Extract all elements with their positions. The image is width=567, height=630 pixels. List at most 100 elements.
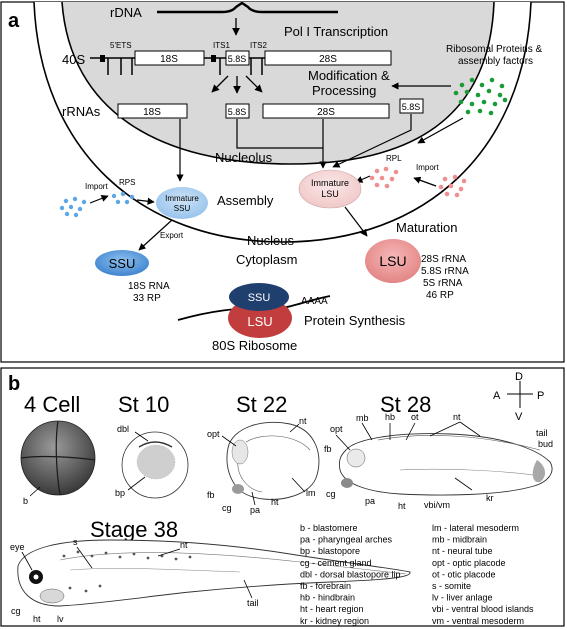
label-kr-28: kr	[486, 493, 494, 503]
maturation-label: Maturation	[396, 220, 457, 235]
ribosome-ssu-text: SSU	[248, 292, 271, 304]
processing-arrow-right	[245, 75, 263, 93]
label-cg-22: cg	[222, 503, 232, 513]
pa22-pointer	[251, 491, 256, 506]
label-ht-22: ht	[271, 497, 279, 507]
dbl-pointer	[134, 431, 149, 442]
legend-entry: ot - otic placode	[432, 569, 496, 579]
tail38-pointer	[243, 579, 253, 599]
stage-38: Stage 38	[90, 517, 178, 542]
embryo-st28	[338, 433, 553, 496]
stage-st22: St 22	[236, 392, 287, 417]
label-dbl: dbl	[117, 424, 129, 434]
immature-ssu-text-1: Immature	[165, 194, 199, 203]
immature-lsu-text-2: LSU	[321, 189, 339, 199]
label-opt-28: opt	[330, 424, 343, 434]
opt22-pointer	[221, 435, 237, 447]
label-nt-38: nt	[180, 540, 188, 550]
mature-lsu-text: LSU	[379, 253, 406, 269]
protein-synthesis-label: Protein Synthesis	[304, 313, 406, 328]
58s-28s-to-lsu-arrow	[236, 119, 327, 169]
processing-label: Processing	[312, 83, 376, 98]
legend-entry: pa - pharyngeal arches	[300, 535, 393, 545]
legend-entry: kr - kidney region	[300, 616, 369, 626]
compass	[507, 381, 533, 408]
legend-entry: bp - blastopore	[300, 546, 360, 556]
compass-a: A	[493, 390, 501, 402]
label-tail-38: tail	[247, 598, 259, 608]
label-bp: bp	[115, 488, 125, 498]
legend-entry: lm - lateral mesoderm	[432, 523, 519, 533]
nucleolus-label: Nucleolus	[215, 150, 273, 165]
lsu-comp-1: 28S rRNA	[421, 254, 466, 265]
compass-d: D	[515, 371, 523, 383]
modification-label: Modification &	[308, 68, 390, 83]
immature-ssu	[156, 187, 208, 219]
lsu-comp-4: 46 RP	[426, 290, 454, 301]
legend-entry: vbi - ventral blood islands	[432, 604, 534, 614]
precursor-40s-label: 40S	[62, 52, 85, 67]
nucleus-label: Nucleus	[247, 233, 294, 248]
assembly-label: Assembly	[217, 193, 274, 208]
ribosome-lsu-text: LSU	[247, 314, 272, 329]
label-fb-22: fb	[207, 490, 215, 500]
5s-to-lsu-arrow	[332, 114, 412, 168]
rp-assembly-label-1: Ribosomal Proteins &	[446, 44, 542, 55]
embryo-4cell	[20, 420, 96, 496]
rrnas-label: rRNAs	[62, 104, 101, 119]
rps-dots	[111, 191, 135, 205]
label-fb-28: fb	[324, 444, 332, 454]
panel-a-label: a	[8, 10, 20, 32]
mature-ssu	[95, 250, 149, 276]
lm22-pointer	[291, 477, 306, 493]
ssu-comp-1: 18S RNA	[128, 281, 170, 292]
bp-pointer	[127, 476, 146, 491]
label-ht-38: ht	[33, 614, 41, 624]
rp-to-rpl-arrow	[417, 117, 464, 144]
precursor-28s	[264, 50, 392, 66]
ribosome-ssu	[229, 283, 289, 311]
label-pa-28: pa	[365, 496, 375, 506]
label-ot-28: ot	[411, 412, 419, 422]
rrna-5s	[399, 98, 424, 114]
label-lm-22: lm	[306, 488, 316, 498]
rrna-28s-text: 28S	[317, 107, 335, 118]
nt38-pointer	[157, 548, 181, 557]
rps-import-arrow	[89, 194, 109, 204]
rdna-label: rDNA	[110, 5, 142, 20]
rpl-label: RPL	[386, 154, 402, 163]
precursor-18s-text: 18S	[160, 54, 178, 65]
legend-entry: cg - cement gland	[300, 558, 372, 568]
precursor-18s	[134, 50, 205, 66]
import-label-ssu: Import	[85, 182, 108, 191]
export-label: Export	[160, 231, 184, 240]
mature-ssu-text: SSU	[109, 256, 136, 271]
label-ht-28: ht	[398, 501, 406, 511]
label-pa-22: pa	[250, 505, 260, 515]
its1-label: ITS1	[213, 41, 230, 50]
label-b-pointer	[29, 486, 41, 497]
precursor-28s-text: 28S	[319, 54, 337, 65]
import-label-lsu: Import	[416, 163, 439, 172]
tadpole-st38	[17, 539, 411, 607]
panel-a: a rDNA Pol I Transcription 40S 5'ETS ITS…	[0, 1, 565, 363]
compass-v: V	[515, 411, 523, 423]
lsu-export-arrow	[344, 206, 368, 237]
legend-entry: opt - optic placode	[432, 558, 506, 568]
label-lv-38: lv	[57, 614, 64, 624]
polya-label: AAAA	[301, 296, 328, 307]
legend-entry: fb - forebrain	[300, 581, 351, 591]
export-arrow	[138, 219, 173, 251]
rps-label: RPS	[119, 178, 135, 187]
immature-lsu	[298, 169, 362, 209]
rrna-58s	[225, 103, 250, 119]
cytoplasm-label: Cytoplasm	[236, 252, 297, 267]
panel-b: b 4 Cell St 10 St 22 St 28 Stage 38 D V …	[0, 367, 565, 627]
label-nt-22: nt	[299, 416, 307, 426]
rpl-import-arrow	[413, 176, 437, 187]
ssu-comp-2: 33 RP	[133, 293, 161, 304]
label-s-38: s	[73, 537, 78, 547]
label-mb-28: mb	[356, 413, 369, 423]
